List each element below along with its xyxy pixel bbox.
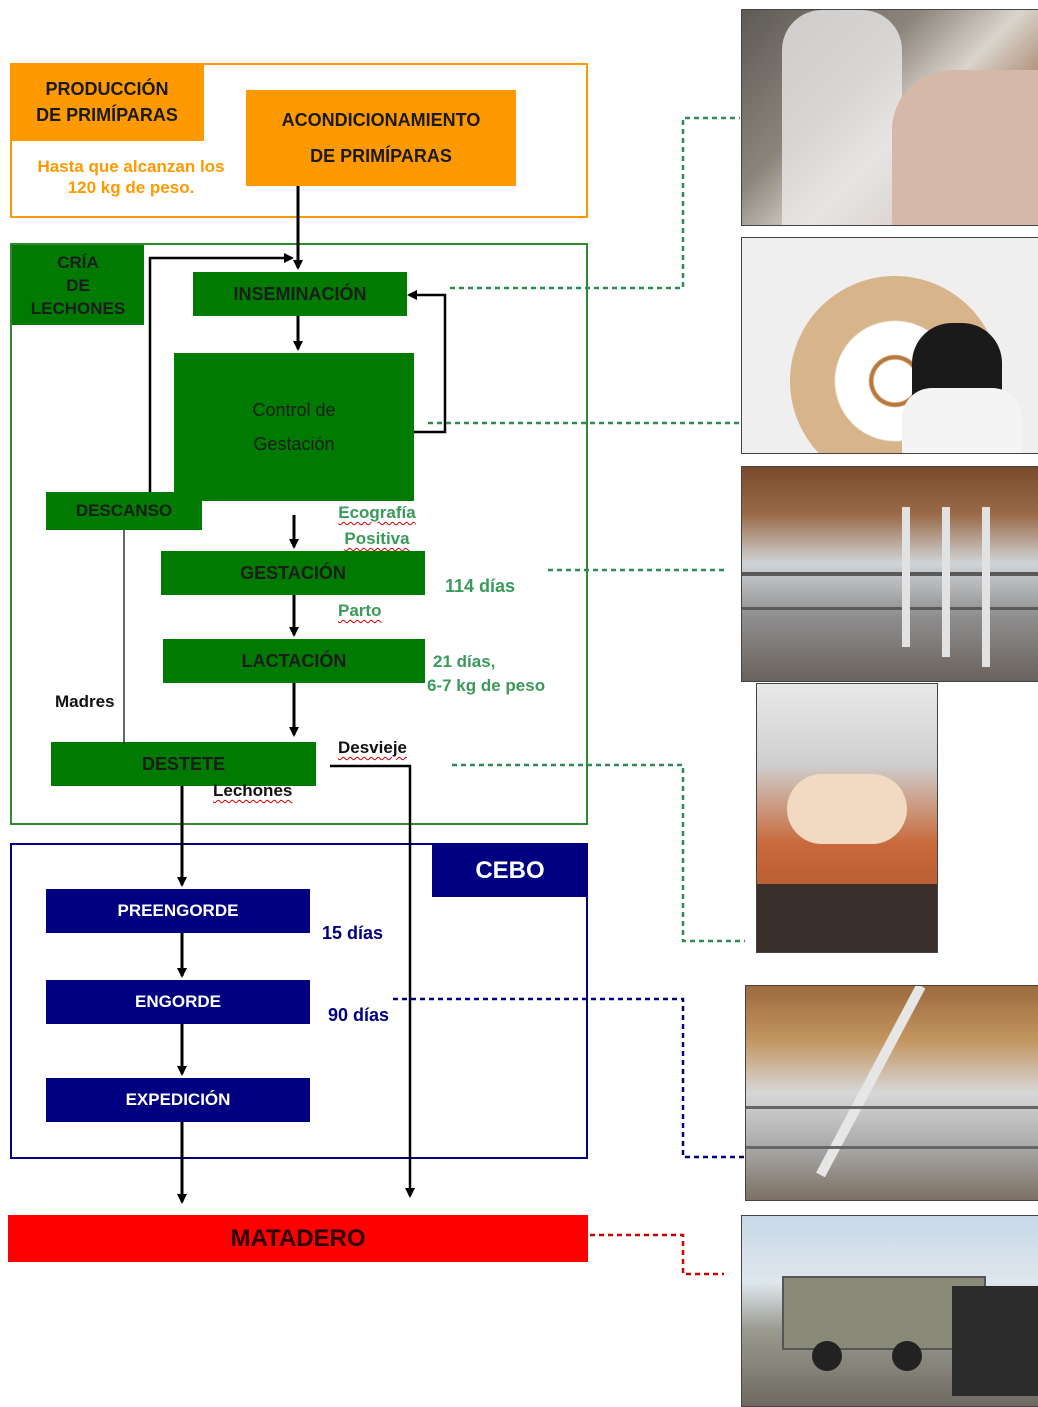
gestacion-days-label: 114 días (445, 576, 515, 597)
insemination-photo (741, 9, 1038, 226)
fattening-barn-photo (745, 985, 1038, 1201)
livestock-truck-photo (741, 1215, 1038, 1407)
inseminacion-box: INSEMINACIÓN (193, 272, 407, 316)
matadero-box: MATADERO (8, 1215, 588, 1262)
madres-label: Madres (55, 692, 115, 711)
gestacion-days-text: 114 días (445, 576, 516, 596)
preengorde-days-label: 15 días (322, 923, 383, 944)
ecografia-label: Ecografía Positiva (326, 500, 428, 552)
lechones-label: Lechones (213, 781, 293, 800)
engorde-box: ENGORDE (46, 980, 310, 1024)
gestacion-box: GESTACIÓN (161, 551, 425, 595)
engorde-days-label: 90 días (328, 1005, 389, 1026)
cria-title-line1: CRÍA (57, 252, 99, 272)
produccion-title-line2: DE PRIMÍPARAS (36, 105, 178, 125)
produccion-note-line2: 120 kg de peso. (67, 178, 195, 197)
cria-frame (10, 243, 588, 825)
lactacion-note-line2: 6-7 kg de peso (427, 676, 546, 695)
dotted-matadero-photo (590, 1233, 724, 1276)
lactacion-note-line1: 21 días, (433, 652, 496, 671)
parto-label: Parto (338, 601, 382, 620)
gestation-barn-photo (741, 466, 1038, 682)
farrowing-crate-photo (756, 683, 938, 953)
descanso-box: DESCANSO (46, 492, 202, 530)
engorde-days-text: 90 días (328, 1005, 390, 1025)
gestation-calendar-photo (741, 237, 1038, 454)
preengorde-box: PREENGORDE (46, 889, 310, 933)
acondicionamiento-box: ACONDICIONAMIENTO DE PRIMÍPARAS (246, 90, 516, 186)
produccion-note-line1: Hasta que alcanzan los (37, 157, 225, 176)
produccion-title-box: PRODUCCIÓN DE PRIMÍPARAS (10, 63, 204, 141)
cria-title-line2: DE (66, 275, 90, 295)
lactacion-box: LACTACIÓN (163, 639, 425, 683)
ecografia-line1: Ecografía (338, 503, 416, 522)
acondicionamiento-line2: DE PRIMÍPARAS (310, 146, 452, 166)
control-gestacion-line2: Gestación (253, 434, 335, 454)
produccion-note: Hasta que alcanzan los 120 kg de peso. (18, 156, 244, 198)
control-gestacion-box: Control de Gestación (174, 353, 414, 501)
acondicionamiento-line1: ACONDICIONAMIENTO (281, 110, 481, 130)
cebo-title-box: CEBO (432, 845, 588, 897)
cria-title-box: CRÍA DE LECHONES (12, 245, 144, 325)
expedicion-box: EXPEDICIÓN (46, 1078, 310, 1122)
ecografia-line2: Positiva (344, 529, 410, 548)
cria-title-line3: LECHONES (30, 298, 126, 318)
destete-box: DESTETE (51, 742, 316, 786)
produccion-title-line1: PRODUCCIÓN (45, 79, 169, 99)
desvieje-label: Desvieje (338, 738, 407, 757)
preengorde-days-text: 15 días (322, 923, 384, 943)
lactacion-note: 21 días, 6-7 kg de peso (427, 650, 545, 698)
control-gestacion-line1: Control de (252, 400, 336, 420)
